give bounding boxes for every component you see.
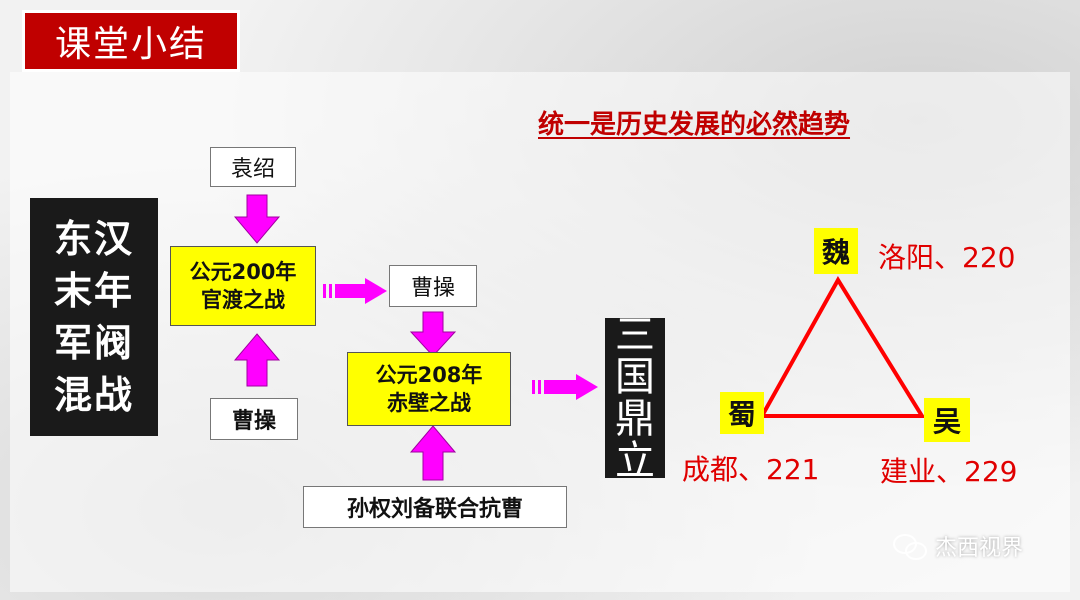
chibi-name: 赤壁之战	[387, 391, 471, 415]
arrow-down-chibi	[409, 311, 457, 357]
capital-wei: 洛阳、220	[878, 241, 1016, 274]
capital-shu: 成都、221	[682, 453, 820, 486]
guandu-name: 官渡之战	[201, 288, 285, 312]
arrow-right-guandu-to-caocao	[323, 278, 387, 304]
sunliu-alliance-box: 孙权刘备联合抗曹	[303, 486, 567, 528]
chibi-battle-box: 公元208年 赤壁之战	[347, 352, 511, 426]
state-shu: 蜀	[720, 392, 764, 434]
arrow-up-guandu	[233, 333, 281, 387]
side-title-line: 东汉	[53, 217, 134, 261]
side-title-line: 军阀	[53, 321, 134, 365]
sanguo-dingli-box: 三 国 鼎 立	[605, 314, 665, 482]
chibi-year: 公元208年	[375, 363, 483, 387]
yuanshao-box: 袁绍	[210, 147, 296, 187]
guandu-year: 公元200年	[189, 260, 297, 284]
state-wei: 魏	[814, 228, 858, 274]
headline: 统一是历史发展的必然趋势	[538, 110, 851, 140]
arrow-down-guandu	[233, 194, 281, 244]
state-wu: 吴	[924, 398, 970, 442]
watermark: 杰西视界	[893, 530, 1023, 562]
sanguo-char: 立	[615, 438, 655, 484]
arrow-up-chibi	[409, 425, 457, 481]
caocao-guandu-box: 曹操	[210, 398, 298, 440]
three-kingdoms-triangle	[758, 276, 926, 418]
side-title-box: 东汉 末年 军阀 混战	[30, 198, 158, 436]
watermark-label: 杰西视界	[935, 536, 1024, 561]
side-title-line: 混战	[53, 373, 134, 417]
sanguo-char: 鼎	[615, 396, 655, 442]
wechat-icon	[893, 532, 927, 560]
guandu-battle-box: 公元200年 官渡之战	[170, 246, 316, 326]
slide-title: 课堂小结	[22, 10, 240, 72]
sanguo-char: 三	[615, 312, 655, 358]
side-title-line: 末年	[53, 269, 134, 313]
arrow-right-chibi-to-sanguo	[532, 374, 598, 400]
capital-wu: 建业、229	[880, 455, 1018, 488]
caocao-chibi-box: 曹操	[389, 265, 477, 307]
sanguo-char: 国	[615, 354, 655, 400]
